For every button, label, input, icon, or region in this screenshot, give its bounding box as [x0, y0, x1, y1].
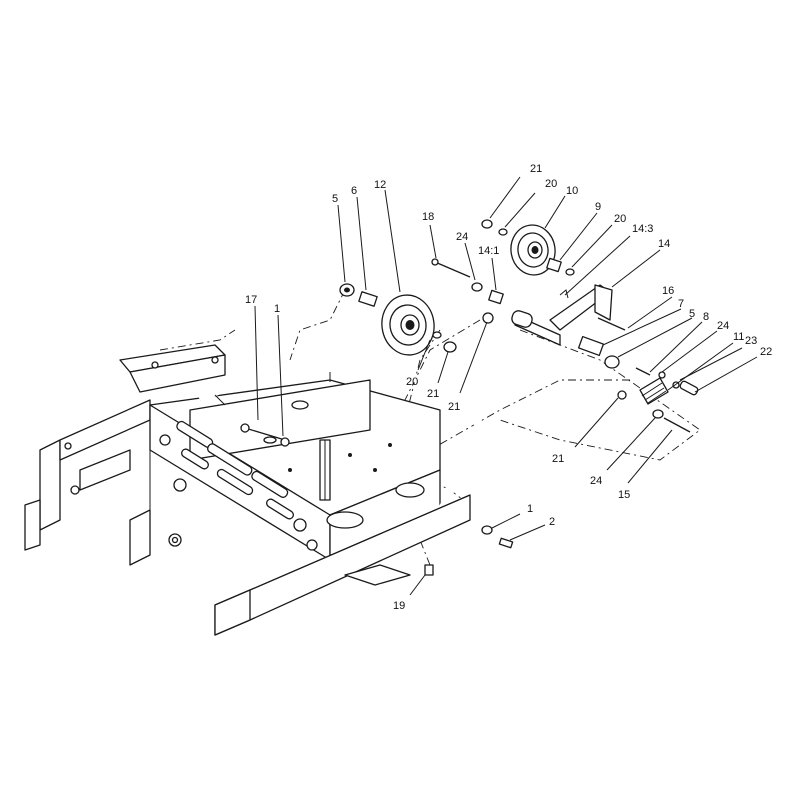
callout-21: 21 — [427, 388, 439, 400]
callout-23: 23 — [745, 335, 757, 347]
callout-10: 10 — [566, 185, 578, 197]
callout-20: 20 — [545, 178, 557, 190]
callout-20: 20 — [406, 376, 418, 388]
front-fasteners — [424, 525, 514, 576]
callout-21: 21 — [530, 163, 542, 175]
callout-7: 7 — [678, 298, 684, 310]
front-square-tube — [214, 494, 471, 636]
seat-platform — [149, 379, 441, 561]
callout-14-3: 14:3 — [632, 223, 653, 235]
callout-leaders — [254, 176, 758, 596]
callout-11: 11 — [733, 331, 744, 343]
callout-21: 21 — [448, 401, 460, 413]
callout-labels: 21 20 10 9 20 14:3 14 18 24 14:1 5 6 12 … — [245, 163, 772, 612]
callout-19: 19 — [393, 600, 405, 612]
callout-24: 24 — [717, 320, 729, 332]
idler-pulley-10-assembly — [481, 219, 575, 276]
callout-1: 1 — [274, 303, 280, 315]
callout-22: 22 — [760, 346, 772, 358]
callout-24: 24 — [590, 475, 602, 487]
bolt-15-stack — [617, 390, 691, 433]
callout-1: 1 — [527, 503, 533, 515]
callout-16: 16 — [662, 285, 674, 297]
callout-12: 12 — [374, 179, 386, 191]
idler-arm-14 — [482, 284, 613, 346]
bolt-16-stack — [577, 317, 651, 376]
callout-15: 15 — [618, 489, 630, 501]
front-face-slots — [159, 420, 318, 551]
spring-11-assembly — [639, 371, 699, 405]
callout-5: 5 — [332, 193, 338, 205]
callout-2: 2 — [549, 516, 555, 528]
callout-9: 9 — [595, 201, 601, 213]
callout-14-1: 14:1 — [478, 245, 499, 257]
callout-18: 18 — [422, 211, 434, 223]
callout-14: 14 — [658, 238, 670, 250]
callout-24: 24 — [456, 231, 468, 243]
callout-6: 6 — [351, 185, 357, 197]
mount-bolt-17 — [240, 423, 290, 447]
callout-21: 21 — [552, 453, 564, 465]
callout-20: 20 — [614, 213, 626, 225]
callout-17: 17 — [245, 294, 257, 306]
callout-8: 8 — [703, 311, 709, 323]
callout-5: 5 — [689, 308, 695, 320]
idler-pulley-12-assembly — [339, 283, 457, 356]
bolt-18 — [431, 258, 504, 305]
tractor-frame — [24, 344, 226, 566]
